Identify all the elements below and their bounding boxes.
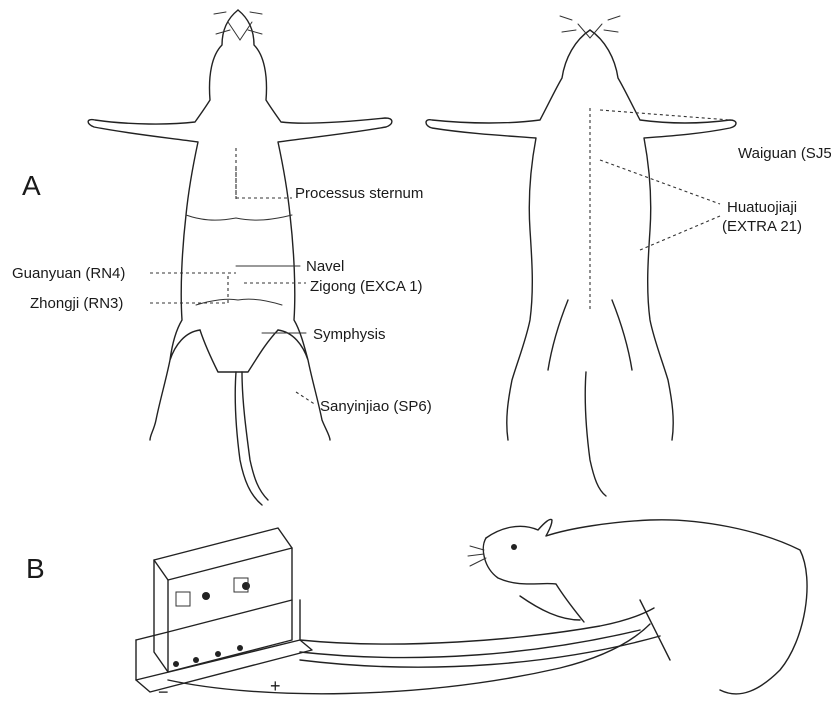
huatuojiaji-leader-upper	[600, 160, 720, 204]
sanyinjiao-leader	[296, 392, 316, 405]
label-sanyinjiao: Sanyinjiao (SP6)	[320, 398, 432, 415]
label-symphysis: Symphysis	[313, 326, 386, 343]
label-zigong: Zigong (EXCA 1)	[310, 278, 423, 295]
rat-side-view	[468, 519, 807, 693]
label-huatuojiaji: Huatuojiaji	[727, 199, 797, 216]
electrode-wires	[168, 608, 660, 694]
stimulator-device	[136, 528, 312, 692]
label-extra-21: (EXTRA 21)	[722, 218, 802, 235]
dorsal-rat-drawing	[426, 16, 736, 496]
waiguan-leader	[600, 110, 730, 120]
label-navel: Navel	[306, 258, 344, 275]
panel-label-a: A	[22, 170, 41, 201]
label-processus-sternum: Processus sternum	[295, 185, 423, 202]
label-guanyuan: Guanyuan (RN4)	[12, 265, 125, 282]
label-waiguan: Waiguan (SJ5)	[738, 145, 831, 162]
zhongji-leader	[150, 273, 228, 303]
ventral-rat-drawing	[88, 10, 392, 505]
panel-label-b: B	[26, 553, 45, 584]
huatuojiaji-leader-lower	[640, 216, 720, 250]
minus-terminal-label: −	[158, 682, 169, 702]
label-zhongji: Zhongji (RN3)	[30, 295, 123, 312]
